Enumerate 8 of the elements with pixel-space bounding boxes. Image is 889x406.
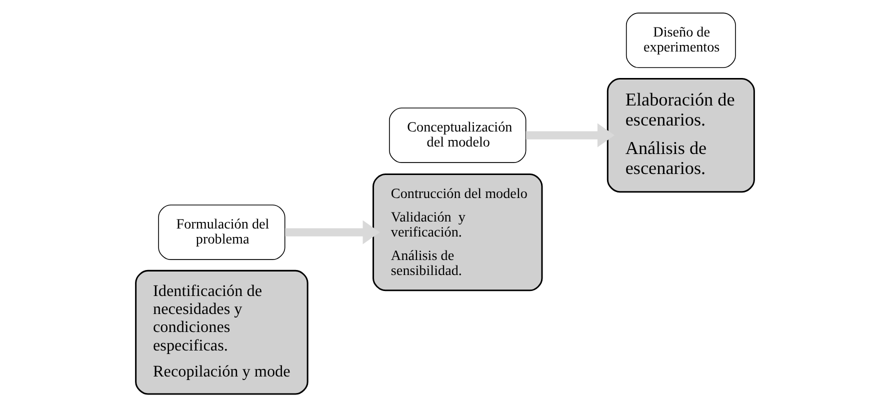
node-box: Elaboración de escenarios. Análisis de escenarios. <box>606 77 754 192</box>
node-box: Diseño de experimentos <box>625 12 736 68</box>
arrow <box>525 122 614 147</box>
arrow <box>284 220 380 244</box>
node-box: Identificación de necesidades y condiciones especificas. Recopilación y mode <box>134 269 308 394</box>
node-box: Formulación del problema <box>158 204 285 260</box>
node-box: Conceptualización del modelo <box>388 107 526 162</box>
node-box: Contrucción del modelo Validación y verificación. Análisis de sensibilidad. <box>372 172 542 291</box>
